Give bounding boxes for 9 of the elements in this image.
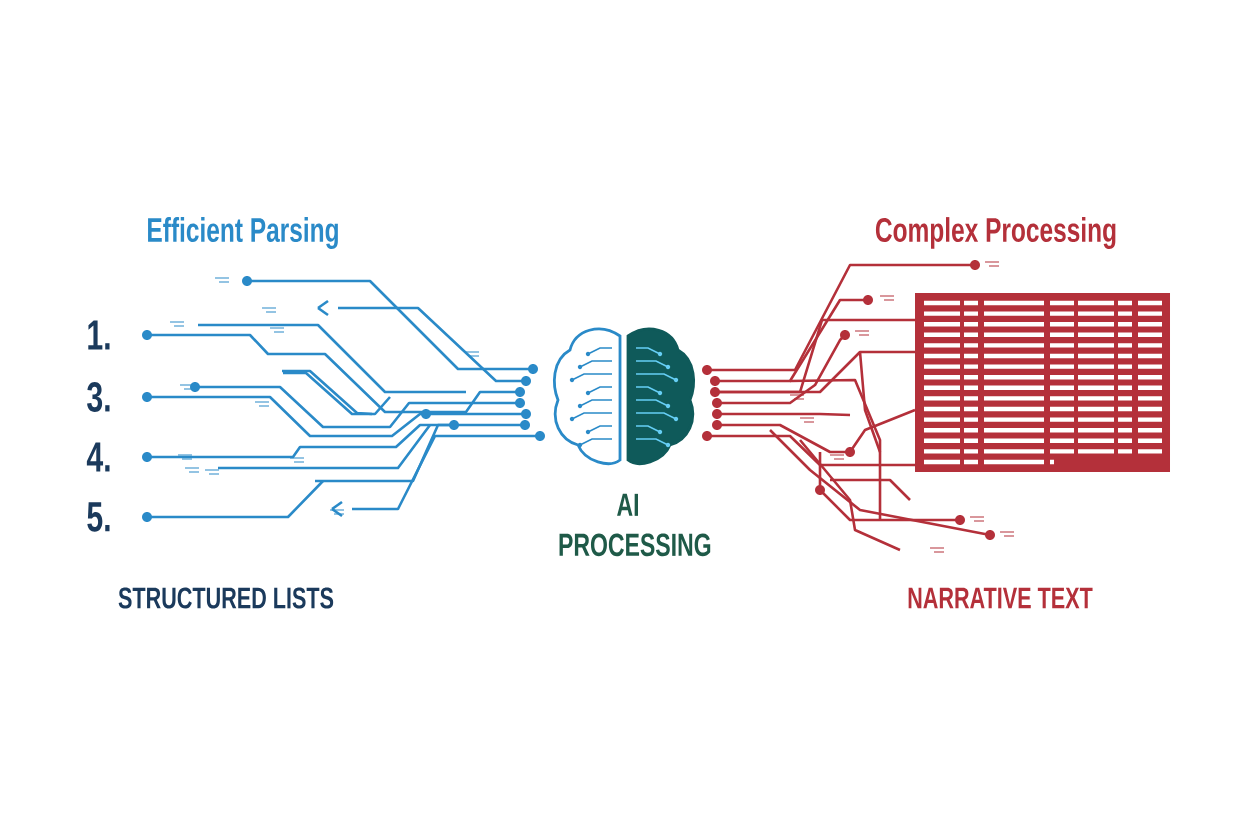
heading: Complex Processing bbox=[875, 217, 1116, 249]
caption: NARRATIVE TEXT bbox=[908, 587, 1093, 609]
list-number: 5. bbox=[87, 502, 110, 532]
caption: AI PROCESSING bbox=[559, 493, 711, 557]
list-number: 3. bbox=[87, 382, 110, 412]
list-number: 1. bbox=[88, 320, 110, 350]
heading: Efficient Parsing bbox=[148, 217, 338, 249]
list-number: 4. bbox=[86, 442, 110, 472]
caption: STRUCTURED LISTS bbox=[118, 587, 334, 609]
